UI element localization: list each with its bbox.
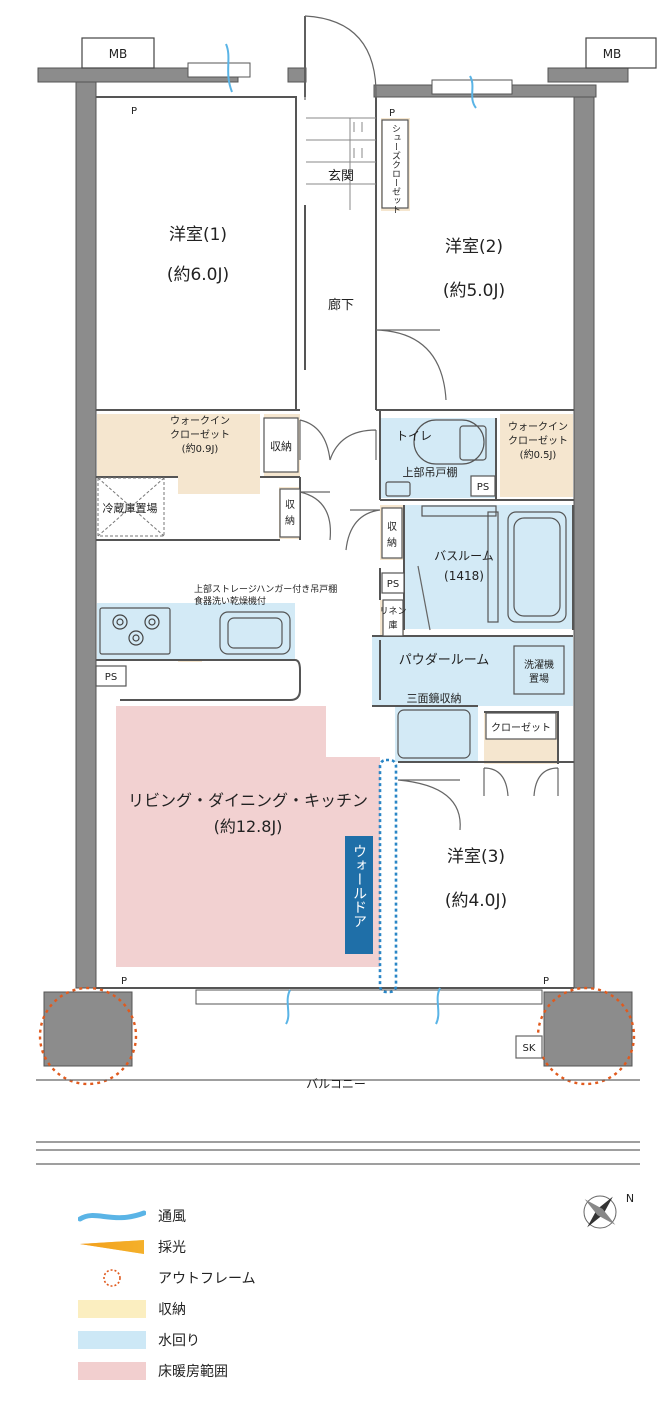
ps-label: PS: [105, 672, 117, 683]
ps-label: PS: [477, 482, 489, 493]
wind-light-markers: [216, 43, 477, 1025]
walkin-2-line3: (約0.5J): [520, 448, 557, 461]
legend-label: 採光: [158, 1240, 186, 1256]
meter-box-label: MB: [603, 47, 622, 61]
linen-line2: 庫: [388, 619, 397, 631]
floor-heating-zone: [116, 706, 380, 967]
walkin-1-line3: (約0.9J): [182, 442, 219, 455]
room-western-3-size: (約4.0J): [445, 891, 507, 911]
meter-box-label: MB: [109, 47, 128, 61]
room-hallway: 廊下: [328, 297, 354, 313]
wall-door-badge: [345, 836, 373, 954]
room-toilet: トイレ: [396, 429, 432, 443]
shoe-closet-label: シューズクローゼット: [390, 124, 401, 214]
storage-b-line2: 納: [285, 514, 295, 527]
legend-item-storage: 収納: [78, 1298, 338, 1329]
outframe-marker-left: [38, 986, 138, 1086]
walkin-2-line2: クローゼット: [508, 435, 568, 447]
sk-label: SK: [523, 1043, 536, 1054]
storage-b-line1: 収: [285, 499, 295, 511]
wall-door-label: ウォールドア: [351, 844, 367, 928]
wall-door-outline: [378, 758, 398, 994]
powder-room-zone-2: [395, 706, 478, 762]
legend-item-light: 採光: [78, 1236, 338, 1267]
walkin-closet-2: [500, 414, 573, 497]
linen-line1: リネン: [379, 606, 406, 617]
kitchen-note-2: 食器洗い乾燥機付: [194, 595, 266, 607]
room-bathroom-size: (1418): [444, 569, 484, 583]
room-bathroom-name: バスルーム: [434, 549, 494, 563]
compass-icon: N: [583, 1192, 634, 1229]
outer-walls: [37, 67, 633, 1067]
storage-swatch: [78, 1300, 146, 1318]
door-swings: [299, 15, 559, 831]
kitchen-note-1: 上部ストレージハンガー付き吊戸棚: [194, 583, 337, 595]
light-icon: [80, 1240, 144, 1254]
legend: 通風 採光 アウトフレーム 収納 水回り 床暖房範囲: [78, 1205, 338, 1391]
legend-item-water: 水回り: [78, 1329, 338, 1360]
compass-north-label: N: [626, 1192, 634, 1205]
room-western-1-name: 洋室(1): [169, 225, 227, 245]
outframe-icon: [103, 1269, 121, 1287]
room-ldk-name: リビング・ダイニング・キッチン: [128, 791, 368, 810]
outframe-marker-right: [536, 986, 636, 1086]
p-label: P: [131, 106, 137, 117]
legend-label: 床暖房範囲: [158, 1364, 228, 1380]
room-western-2-size: (約5.0J): [443, 281, 505, 301]
legend-item-heating: 床暖房範囲: [78, 1360, 338, 1391]
stove-burners: [112, 614, 160, 646]
wind-icon: [78, 1210, 146, 1222]
room-western-1-size: (約6.0J): [167, 265, 229, 285]
mirror-storage-label: 三面鏡収納: [407, 691, 462, 705]
walkin-closet-1b: [178, 454, 260, 494]
fridge-space: [97, 477, 165, 537]
meter-box-right: MB: [585, 37, 657, 69]
fridge-label: 冷蔵庫置場: [103, 501, 158, 515]
legend-label: 収納: [158, 1302, 186, 1318]
storage-c-line1: 収: [387, 521, 397, 533]
room-western-2-name: 洋室(2): [445, 237, 503, 257]
room-balcony: バルコニー: [306, 1077, 366, 1091]
closet-label: クローゼット: [491, 722, 551, 734]
storage-c-line2: 納: [387, 536, 397, 549]
room-western-3-name: 洋室(3): [447, 847, 505, 867]
entry-steps: [306, 117, 376, 210]
legend-item-outframe: アウトフレーム: [78, 1267, 338, 1298]
storage-a-label: 収納: [270, 440, 292, 453]
balcony: [36, 1035, 640, 1165]
heating-swatch: [78, 1362, 146, 1380]
walkin-1-line2: クローゼット: [170, 429, 230, 441]
p-label: P: [389, 108, 395, 119]
ps-label: PS: [387, 579, 399, 590]
walkin-1-line1: ウォークイン: [170, 415, 230, 427]
legend-label: 通風: [158, 1209, 186, 1225]
bath-fixtures: [99, 419, 567, 759]
legend-item-wind: 通風: [78, 1205, 338, 1236]
legend-label: アウトフレーム: [158, 1271, 256, 1287]
utility-boxes: [95, 119, 565, 740]
water-swatch: [78, 1331, 146, 1349]
upper-cabinet-label: 上部吊戸棚: [403, 465, 458, 479]
room-ldk-size: (約12.8J): [214, 817, 283, 836]
p-label: P: [121, 976, 127, 987]
legend-label: 水回り: [158, 1333, 200, 1349]
room-entrance: 玄関: [328, 169, 354, 184]
room-powder: パウダールーム: [399, 653, 490, 668]
washer-line2: 置場: [529, 672, 549, 685]
meter-box-left: MB: [81, 37, 155, 69]
p-label: P: [543, 976, 549, 987]
walkin-2-line1: ウォークイン: [508, 421, 568, 433]
washer-line1: 洗濯機: [524, 658, 554, 671]
